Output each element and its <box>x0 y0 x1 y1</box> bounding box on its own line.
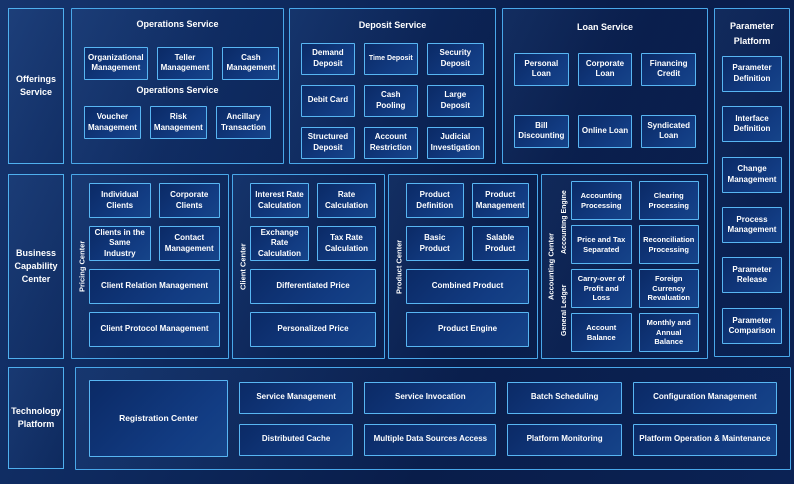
box-differentiated-price: Differentiated Price <box>250 269 376 304</box>
box-platform-monitoring: Platform Monitoring <box>507 423 622 456</box>
box-distributed-cache: Distributed Cache <box>239 423 354 456</box>
box-online-loan: Online Loan <box>577 114 633 148</box>
box-rate-calculation: Rate Calculation <box>317 183 376 218</box>
box-cash-pooling: Cash Pooling <box>363 84 418 117</box>
operations-service-title: Operations Service <box>136 19 219 29</box>
box-price-tax-separated: Price and Tax Separated <box>571 225 632 264</box>
deposit-grid: Demand Deposit Time Deposit Security Dep… <box>301 42 484 159</box>
box-carry-over-profit-loss: Carry-over of Profit and Loss <box>571 269 632 308</box>
operations-row-1: Organizational Management Teller Managem… <box>84 46 280 80</box>
box-batch-scheduling: Batch Scheduling <box>507 381 622 414</box>
box-contact-management: Contact Management <box>158 226 220 261</box>
panel-product-center: Product Center Product Definition Produc… <box>388 174 538 359</box>
box-corporate-loan: Corporate Loan <box>577 52 633 86</box>
loan-row-1: Personal Loan Corporate Loan Financing C… <box>514 52 696 86</box>
general-ledger-group: General Ledger Carry-over of Profit and … <box>558 269 699 352</box>
box-salable-product: Salable Product <box>471 226 529 261</box>
product-center-label: Product Center <box>394 239 404 294</box>
panel-client-center: Client Center Interest Rate Calculation … <box>232 174 385 359</box>
parameter-stack: Parameter Definition Interface Definitio… <box>722 55 782 344</box>
box-exchange-rate-calculation: Exchange Rate Calculation <box>250 226 309 261</box>
panel-loan-service: Loan Service Personal Loan Corporate Loa… <box>502 8 708 164</box>
box-voucher-management: Voucher Management <box>84 106 141 140</box>
box-monthly-annual-balance: Monthly and Annual Balance <box>638 313 699 352</box>
box-multiple-data-sources-access: Multiple Data Sources Access <box>364 423 497 456</box>
rail-business-capability-center: Business Capability Center <box>8 174 64 359</box>
box-foreign-currency-revaluation: Foreign Currency Revaluation <box>638 269 699 308</box>
box-change-management: Change Management <box>722 156 782 193</box>
box-large-deposit: Large Deposit <box>426 84 484 117</box>
box-tax-rate-calculation: Tax Rate Calculation <box>317 226 376 261</box>
loan-service-title: Loan Service <box>576 22 634 32</box>
box-individual-clients: Individual Clients <box>89 183 151 218</box>
panel-operations-service: Operations Service Organizational Manage… <box>71 8 284 164</box>
box-interest-rate-calculation: Interest Rate Calculation <box>250 183 309 218</box>
box-parameter-comparison: Parameter Comparison <box>722 307 782 344</box>
box-combined-product: Combined Product <box>406 269 529 304</box>
box-reconciliation-processing: Reconciliation Processing <box>638 225 699 264</box>
box-structured-deposit: Structured Deposit <box>301 126 355 159</box>
box-account-balance: Account Balance <box>571 313 632 352</box>
box-clients-same-industry: Clients in the Same Industry <box>89 226 151 261</box>
panel-accounting-center: Accounting Center Accounting Engine Acco… <box>541 174 708 359</box>
bottom-column-1: Service Management Distributed Cache <box>239 381 354 456</box>
loan-row-2: Bill Discounting Online Loan Syndicated … <box>514 114 696 148</box>
box-debit-card: Debit Card <box>301 84 355 117</box>
box-parameter-release: Parameter Release <box>722 257 782 294</box>
deposit-service-title: Deposit Service <box>358 20 427 30</box>
box-personalized-price: Personalized Price <box>250 312 376 347</box>
parameter-platform-title: Parameter Platform <box>729 21 775 47</box>
box-parameter-definition: Parameter Definition <box>722 55 782 92</box>
rail-technology-platform: Technology Platform <box>8 367 64 469</box>
box-configuration-management: Configuration Management <box>632 381 777 414</box>
bottom-column-3: Batch Scheduling Platform Monitoring <box>507 381 622 456</box>
panel-parameter-platform: Parameter Platform Parameter Definition … <box>714 8 790 357</box>
panel-deposit-service: Deposit Service Demand Deposit Time Depo… <box>289 8 496 164</box>
box-judicial-investigation: Judicial Investigation <box>426 126 484 159</box>
operations-row-2: Voucher Management Risk Management Ancil… <box>84 106 271 140</box>
bottom-column-2: Service Invocation Multiple Data Sources… <box>364 381 497 456</box>
box-product-management: Product Management <box>471 183 529 218</box>
general-ledger-label: General Ledger <box>561 284 568 337</box>
operations-service-subtitle: Operations Service <box>136 84 219 95</box>
box-client-protocol-management: Client Protocol Management <box>89 312 220 347</box>
bottom-column-4: Configuration Management Platform Operat… <box>632 381 777 456</box>
box-time-deposit: Time Deposit <box>363 42 418 75</box>
box-account-restriction: Account Restriction <box>363 126 418 159</box>
box-financing-credit: Financing Credit <box>641 52 696 86</box>
box-service-invocation: Service Invocation <box>364 381 497 414</box>
box-risk-management: Risk Management <box>149 106 207 140</box>
client-center-label: Client Center <box>238 243 248 290</box>
box-bill-discounting: Bill Discounting <box>514 114 569 148</box>
accounting-center-label: Accounting Center <box>546 232 556 301</box>
box-personal-loan: Personal Loan <box>514 52 569 86</box>
box-product-engine: Product Engine <box>406 312 529 347</box>
accounting-engine-label: Accounting Engine <box>561 190 568 255</box>
box-platform-operation-maintenance: Platform Operation & Maintenance <box>632 423 777 456</box>
box-basic-product: Basic Product <box>406 226 464 261</box>
box-ancillary-transaction: Ancillary Transaction <box>215 106 271 140</box>
box-registration-center: Registration Center <box>89 380 228 457</box>
box-product-definition: Product Definition <box>406 183 464 218</box>
box-process-management: Process Management <box>722 207 782 243</box>
accounting-engine-group: Accounting Engine Accounting Processing … <box>558 181 699 264</box>
box-organizational-management: Organizational Management <box>84 46 148 80</box>
box-corporate-clients: Corporate Clients <box>158 183 220 218</box>
panel-pricing-center: Pricing Center Individual Clients Corpor… <box>71 174 229 359</box>
box-client-relation-management: Client Relation Management <box>89 269 220 304</box>
box-clearing-processing: Clearing Processing <box>638 181 699 220</box>
box-service-management: Service Management <box>239 381 354 414</box>
panel-technology-platform: Registration Center Service Management D… <box>75 367 791 470</box>
pricing-center-label: Pricing Center <box>77 240 87 293</box>
rail-offerings-service: Offerings Service <box>8 8 64 164</box>
box-cash-management: Cash Management <box>222 46 280 80</box>
box-security-deposit: Security Deposit <box>426 42 484 75</box>
box-interface-definition: Interface Definition <box>722 106 782 143</box>
box-accounting-processing: Accounting Processing <box>571 181 632 220</box>
box-demand-deposit: Demand Deposit <box>301 42 355 75</box>
box-teller-management: Teller Management <box>156 46 214 80</box>
box-syndicated-loan: Syndicated Loan <box>641 114 696 148</box>
